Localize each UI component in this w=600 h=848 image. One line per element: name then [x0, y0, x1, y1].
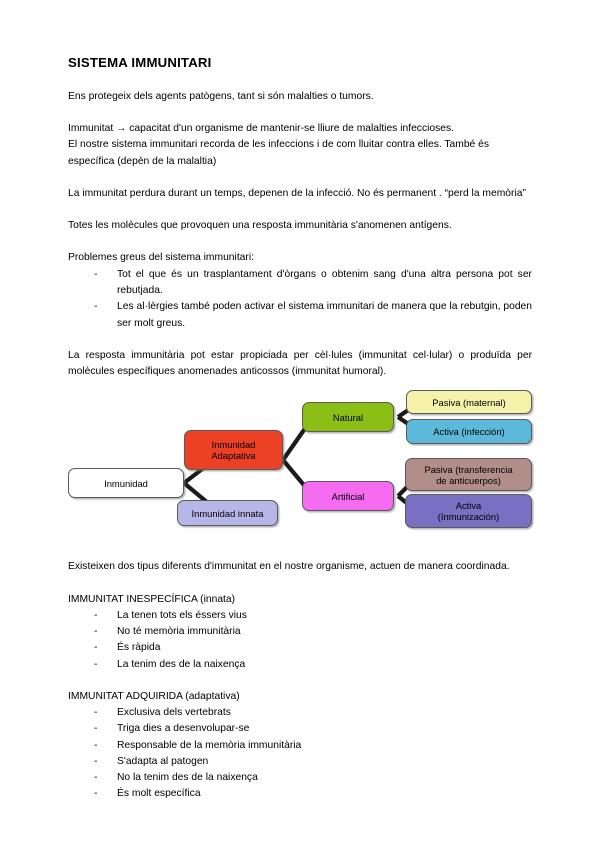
paragraph-immunitat-definition-line2: El nostre sistema immunitari recorda de … — [68, 139, 490, 167]
list-item: Les al·lèrgies també poden activar el si… — [94, 299, 532, 332]
page-title: SISTEMA IMMUNITARI — [68, 55, 212, 70]
diagram-node-inmunidad-innata: Inmunidad innata — [177, 500, 278, 527]
diagram-node-label: Natural — [332, 411, 364, 423]
list-item: La tenen tots els éssers vius — [94, 608, 532, 625]
diagram-node-label: Activa (Inmunización) — [437, 500, 500, 523]
list-item: És ràpida — [94, 640, 532, 657]
list-item: Tot el que és un trasplantament d'òrgans… — [94, 267, 532, 300]
problemes-list: Tot el que és un trasplantament d'òrgans… — [68, 267, 532, 332]
list-item: Exclusiva dels vertebrats — [94, 705, 532, 722]
diagram-node-pasiva-transferencia: Pasiva (transferencia de anticuerpos) — [405, 458, 532, 492]
paragraph-resposta: La resposta immunitària pot estar propic… — [68, 349, 532, 378]
immunity-type-diagram: Inmunidad Inmunidad Adaptativa Inmunidad… — [68, 388, 532, 548]
paragraph-perdura: La immunitat perdura durant un temps, de… — [68, 187, 526, 199]
section-list-adquirida: Exclusiva dels vertebrats Triga dies a d… — [68, 705, 532, 803]
paragraph-existeixen: Existeixen dos tipus diferents d'immunit… — [68, 561, 510, 573]
diagram-node-pasiva-maternal: Pasiva (maternal) — [406, 390, 532, 415]
diagram-node-inmunidad: Inmunidad — [68, 468, 184, 499]
diagram-node-label: Inmunidad — [104, 477, 148, 489]
diagram-node-inmunidad-adaptativa: Inmunidad Adaptativa — [184, 430, 283, 471]
diagram-node-natural: Natural — [302, 402, 394, 433]
diagram-node-artificial: Artificial — [302, 481, 394, 512]
paragraph-antigens: Totes les molècules que provoquen una re… — [68, 220, 452, 232]
problemes-heading: Problemes greus del sistema immunitari: — [68, 252, 254, 264]
diagram-node-activa-infeccion: Activa (infección) — [406, 419, 532, 445]
list-item: La tenim des de la naixença — [94, 657, 532, 674]
list-item: Triga dies a desenvolupar-se — [94, 721, 532, 738]
list-item: No té memòria immunitària — [94, 624, 532, 641]
list-item: Responsable de la memòria immunitària — [94, 738, 532, 755]
diagram-node-label: Artificial — [331, 490, 365, 502]
diagram-node-activa-inmunizacion: Activa (Inmunización) — [405, 494, 532, 529]
section-heading-inespecifica: IMMUNITAT INESPECÍFICA (innata) — [68, 593, 236, 605]
section-heading-adquirida: IMMUNITAT ADQUIRIDA (adaptativa) — [68, 690, 240, 702]
paragraph-immunitat-definition-line1: Immunitat → capacitat d'un organisme de … — [68, 123, 454, 135]
list-item: És molt específica — [94, 786, 532, 803]
diagram-node-label: Activa (infección) — [433, 426, 505, 438]
diagram-node-label: Inmunidad Adaptativa — [211, 439, 256, 462]
diagram-node-label: Pasiva (maternal) — [432, 396, 506, 408]
diagram-node-label: Inmunidad innata — [191, 507, 264, 519]
paragraph-intro: Ens protegeix dels agents patògens, tant… — [68, 90, 374, 102]
diagram-node-label: Pasiva (transferencia de anticuerpos) — [424, 463, 513, 486]
document-content: SISTEMA IMMUNITARI Ens protegeix dels ag… — [68, 55, 532, 803]
section-list-inespecifica: La tenen tots els éssers vius No té memò… — [68, 608, 532, 673]
list-item: S'adapta al patogen — [94, 754, 532, 771]
list-item: No la tenim des de la naixença — [94, 770, 532, 787]
